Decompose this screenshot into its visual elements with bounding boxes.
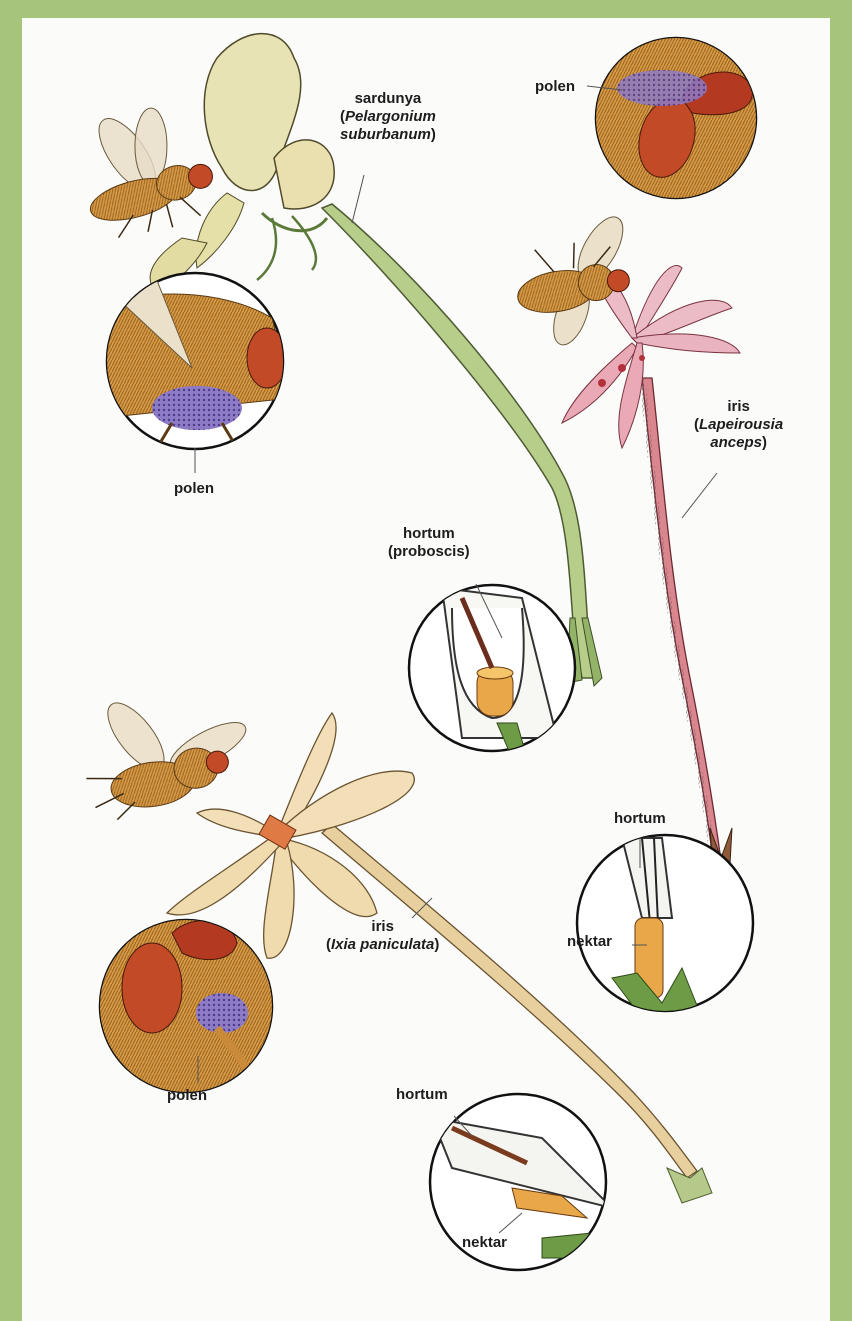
pelargonium-common-name: sardunya <box>340 90 436 108</box>
pelargonium-label: sardunya (Pelargonium suburbanum) <box>340 90 436 144</box>
fly-icon <box>75 678 260 824</box>
pollen-label-left: polen <box>174 480 214 498</box>
nectar-label-3: nektar <box>462 1234 507 1252</box>
proboscis-label-1-line-1: hortum <box>388 525 470 543</box>
illustration-frame: sardunya (Pelargonium suburbanum) polen … <box>22 18 830 1321</box>
pelargonium-latin-line-1: Pelargonium <box>345 108 436 125</box>
fly-icon <box>67 91 223 247</box>
proboscis-label-3: hortum <box>396 1086 448 1104</box>
lapeirousia-latin-line-2: anceps <box>710 434 762 451</box>
lapeirousia-latin-line-1: Lapeirousia <box>699 416 783 433</box>
lapeirousia-label: iris (Lapeirousia anceps) <box>694 398 783 452</box>
pelargonium-close-paren: ) <box>431 126 436 143</box>
pollen-label-bottom-left: polen <box>167 1087 207 1105</box>
proboscis-label-1-line-2: (proboscis) <box>388 543 470 561</box>
pelargonium-latin-line-2: suburbanum <box>340 126 431 143</box>
ixia-close-paren: ) <box>434 936 439 953</box>
ixia-label: iris (Ixia paniculata) <box>326 918 439 954</box>
ixia-latin-name: Ixia paniculata <box>331 936 434 953</box>
proboscis-label-2: hortum <box>614 810 666 828</box>
nectar-label-2: nektar <box>567 933 612 951</box>
pollination-illustration <box>22 18 830 1321</box>
lapeirousia-common-name: iris <box>694 398 783 416</box>
pollen-label-top-right: polen <box>535 78 575 96</box>
lapeirousia-close-paren: ) <box>762 434 767 451</box>
proboscis-label-1: hortum (proboscis) <box>388 525 470 561</box>
ixia-common-name: iris <box>326 918 439 936</box>
